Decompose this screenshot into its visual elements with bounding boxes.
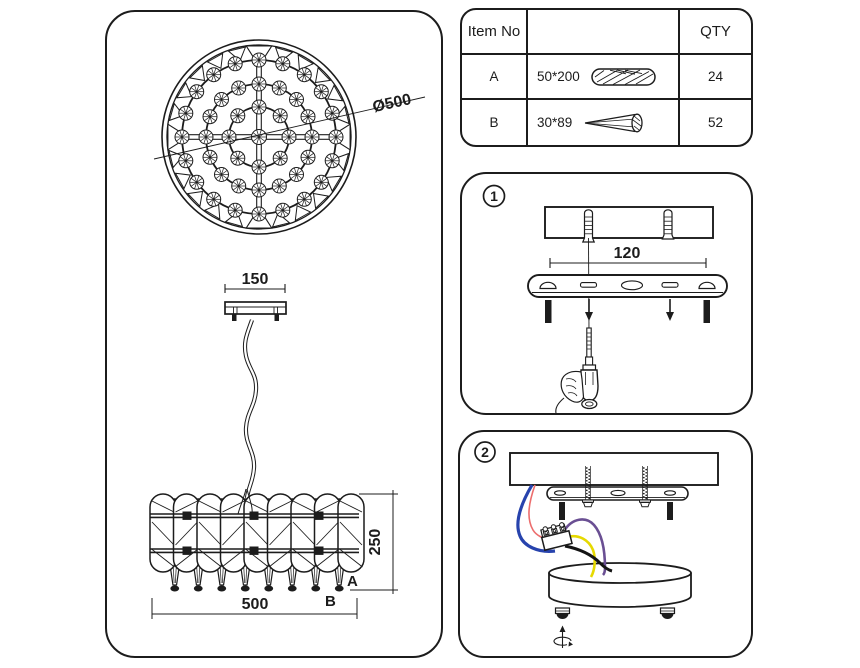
ceiling-section xyxy=(509,452,719,486)
canopy-width-label: 150 xyxy=(242,271,269,288)
step-1-number: 1 xyxy=(490,188,498,204)
part-b-qty-cell: 52 xyxy=(707,115,724,130)
tool-cord xyxy=(555,397,565,413)
step-1-badge: 1 xyxy=(482,184,506,208)
panel-step-1: 1 120 xyxy=(460,172,753,415)
threaded-screws xyxy=(582,466,651,508)
part-b-item-cell: B xyxy=(462,100,528,145)
fixture-wire-yellow xyxy=(566,534,597,578)
mounting-screw-right xyxy=(703,300,710,323)
suspension-cord xyxy=(242,319,259,499)
hole-spacing-dimension-line xyxy=(549,258,707,268)
chandelier-top-view xyxy=(161,39,357,235)
part-a-spec-cell: 50*200 xyxy=(528,55,680,100)
canopy-dimension-line xyxy=(224,284,286,293)
body-width-dimension-line xyxy=(151,598,358,619)
terminal-block xyxy=(540,522,573,552)
step-2-number: 2 xyxy=(481,444,489,460)
panel-product-drawing: Ø500 150 xyxy=(105,10,443,658)
part-b-spec-cell: 30*89 xyxy=(528,100,680,145)
canopy-screw-right xyxy=(659,607,676,619)
mounting-screw-left xyxy=(545,300,552,323)
col-header-spec xyxy=(528,10,680,55)
body-width-label: 500 xyxy=(242,596,269,613)
col-header-item-no: Item No xyxy=(462,10,528,55)
insert-arrow-right xyxy=(666,299,674,321)
part-a-item-cell: A xyxy=(462,55,528,100)
insert-arrow-left xyxy=(585,299,593,321)
part-a-label: A xyxy=(347,573,358,590)
parts-table: Item No QTY A 50*200 24 B 30*89 xyxy=(460,8,753,147)
step-1-svg: 1 120 xyxy=(482,184,728,413)
part-b-size: 30*89 xyxy=(537,115,573,130)
wall-anchors xyxy=(581,209,675,243)
ceiling-section xyxy=(544,206,714,239)
mounting-bracket-small xyxy=(546,486,689,501)
product-drawing-svg: Ø500 150 xyxy=(149,39,426,619)
canopy-drum xyxy=(548,562,692,608)
bracket-slot-right xyxy=(661,282,679,288)
crystal-cone-icon xyxy=(585,113,643,132)
screwdriver-with-hand xyxy=(555,327,599,413)
hanging-screw-left xyxy=(559,502,565,520)
crystal-decorations xyxy=(167,45,351,229)
fixture-wire-purple xyxy=(562,518,607,576)
panel-step-2: 2 xyxy=(458,430,753,658)
fixture-wire-black xyxy=(564,544,613,573)
mounting-bracket xyxy=(527,274,728,298)
bracket-end-hole-right xyxy=(698,281,716,290)
part-a-qty-cell: 24 xyxy=(680,55,751,100)
bracket-end-hole-left xyxy=(539,281,557,290)
body-height-dimension-line xyxy=(350,490,398,594)
diameter-leader-line xyxy=(153,96,426,160)
supply-wire-blue xyxy=(516,484,556,553)
part-b-label: B xyxy=(325,593,336,610)
step-2-badge: 2 xyxy=(474,441,496,463)
part-a-size: 50*200 xyxy=(537,69,580,84)
chandelier-side-view xyxy=(149,488,365,592)
bracket-center-hole xyxy=(620,280,644,291)
col-header-qty: QTY xyxy=(680,10,751,55)
bracket-slot-left xyxy=(579,282,598,288)
hole-spacing-label: 120 xyxy=(614,245,641,262)
ceiling-canopy xyxy=(224,301,287,321)
diameter-dimension-label: Ø500 xyxy=(371,91,413,116)
canopy-screw-left xyxy=(554,607,571,619)
step-2-svg: 2 xyxy=(474,441,719,648)
body-height-label: 250 xyxy=(367,529,384,556)
crystal-tube-icon xyxy=(591,67,656,86)
parts-table-grid: Item No QTY A 50*200 24 B 30*89 xyxy=(462,10,751,145)
tighten-rotation-symbol xyxy=(553,625,573,648)
hanging-screw-right xyxy=(667,502,673,520)
